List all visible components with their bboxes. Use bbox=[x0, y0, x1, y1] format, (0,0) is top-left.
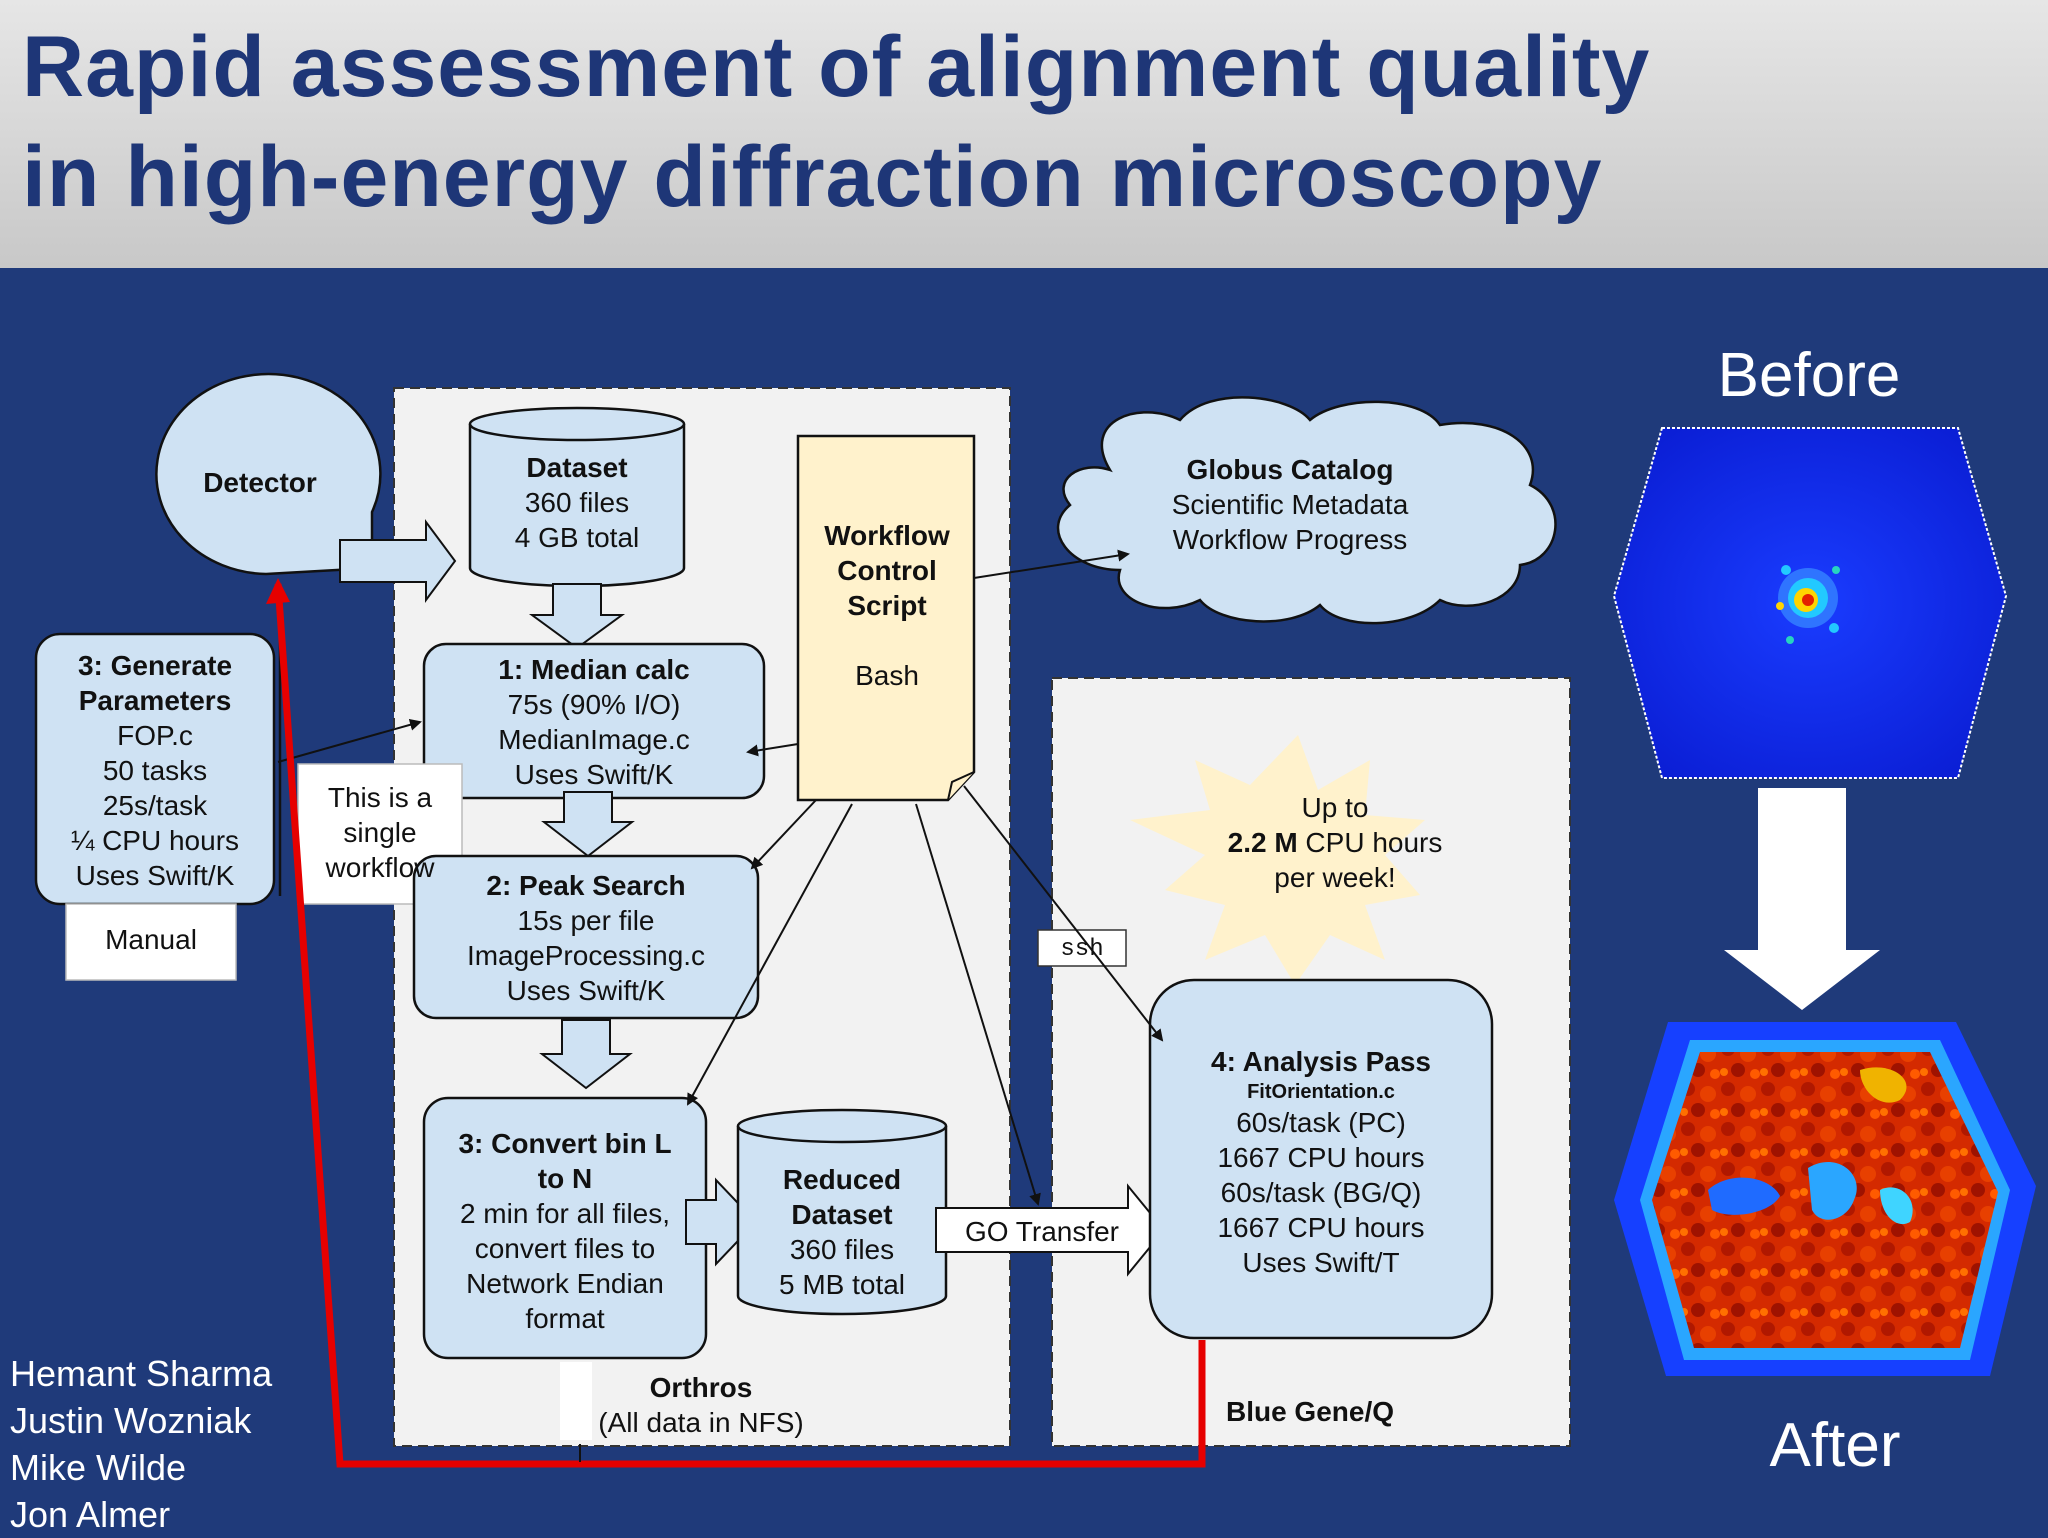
before-hotspot bbox=[1776, 565, 1840, 644]
globus-cloud bbox=[1056, 396, 1557, 625]
burst-label: Up to 2.2 M CPU hours per week! bbox=[1180, 790, 1490, 895]
burst-line-2-rest: CPU hours bbox=[1297, 827, 1443, 858]
peak-to-convert-arrow bbox=[539, 1019, 633, 1090]
manual-box bbox=[65, 903, 237, 981]
median-line-2: MedianImage.c bbox=[498, 724, 690, 755]
convert-title-2: to N bbox=[537, 1163, 593, 1194]
cpu-hours-burst bbox=[1130, 735, 1425, 985]
dataset-line-2: 4 GB total bbox=[514, 522, 640, 553]
analysis-line-2: 1667 CPU hours bbox=[1217, 1142, 1425, 1173]
orthros-subtitle: (All data in NFS) bbox=[598, 1407, 804, 1438]
detector-bubble bbox=[155, 372, 382, 576]
workflow-script-label: Workflow Control Script Bash bbox=[800, 518, 974, 693]
peak-line-1: 15s per file bbox=[517, 905, 655, 936]
median-line-1: 75s (90% I/O) bbox=[507, 689, 681, 720]
detector-to-dataset-arrow bbox=[339, 518, 457, 604]
globus-title: Globus Catalog bbox=[1186, 454, 1394, 485]
detector-label: Detector bbox=[203, 467, 317, 498]
burst-line-1: Up to bbox=[1301, 792, 1369, 823]
feedback-red-line bbox=[274, 583, 1206, 1468]
globus-line-2: Workflow Progress bbox=[1172, 524, 1408, 555]
author-2: Justin Wozniak bbox=[10, 1400, 252, 1441]
peak-line-2: ImageProcessing.c bbox=[466, 940, 706, 971]
slide-title-line-1: Rapid assessment of alignment quality bbox=[22, 19, 1651, 115]
globus-label: Globus Catalog Scientific Metadata Workf… bbox=[1130, 452, 1450, 557]
params-line-1: FOP.c bbox=[117, 720, 193, 751]
globus-line-1: Scientific Metadata bbox=[1171, 489, 1409, 520]
dataset-line-1: 360 files bbox=[524, 487, 630, 518]
convert-label: 3: Convert bin L to N 2 min for all file… bbox=[424, 1126, 706, 1336]
ssh-label: ssh bbox=[1060, 936, 1104, 963]
median-to-peak-arrow bbox=[541, 791, 635, 858]
dataset-label: Dataset 360 files 4 GB total bbox=[477, 450, 677, 555]
peak-search-label: 2: Peak Search 15s per file ImageProcess… bbox=[414, 868, 758, 1008]
params-title-2: Parameters bbox=[78, 685, 232, 716]
convert-line-1: 2 min for all files, bbox=[459, 1198, 671, 1229]
reduced-dataset-cylinder bbox=[736, 1126, 948, 1316]
author-3: Mike Wilde bbox=[10, 1447, 187, 1488]
convert-line-2: convert files to bbox=[474, 1233, 656, 1264]
params-line-4: ¼ CPU hours bbox=[70, 825, 240, 856]
burst-bold-value: 2.2 M bbox=[1227, 827, 1298, 858]
reduced-dataset-label: Reduced Dataset 360 files 5 MB total bbox=[738, 1162, 946, 1302]
analysis-line-5: Uses Swift/T bbox=[1242, 1247, 1400, 1278]
params-line-2: 50 tasks bbox=[102, 755, 208, 786]
params-title-1: 3: Generate bbox=[77, 650, 233, 681]
before-to-after-arrow bbox=[1724, 788, 1880, 1010]
dataset-to-median-arrow bbox=[528, 583, 626, 650]
median-line-3: Uses Swift/K bbox=[514, 759, 674, 790]
analysis-line-1: 60s/task (PC) bbox=[1236, 1107, 1406, 1138]
orthros-title: Orthros bbox=[649, 1372, 753, 1403]
burst-line-3: per week! bbox=[1274, 862, 1396, 893]
orthros-label: Orthros (All data in NFS) bbox=[596, 1370, 806, 1440]
generate-params-label: 3: Generate Parameters FOP.c 50 tasks 25… bbox=[36, 648, 274, 893]
params-line-3: 25s/task bbox=[102, 790, 208, 821]
peak-line-3: Uses Swift/K bbox=[506, 975, 666, 1006]
convert-line-3: Network Endian bbox=[466, 1268, 664, 1299]
go-transfer-arrow bbox=[935, 1183, 1166, 1277]
peak-search-box bbox=[412, 854, 760, 1020]
author-list: Hemant Sharma Justin Wozniak Mike Wilde … bbox=[10, 1350, 272, 1538]
workflow-line-2: Control bbox=[837, 555, 937, 586]
workflow-line-3: Script bbox=[847, 590, 927, 621]
reduced-title-2: Dataset bbox=[791, 1199, 893, 1230]
median-title: 1: Median calc bbox=[498, 654, 690, 685]
burst-line-2: 2.2 M CPU hours bbox=[1180, 825, 1490, 860]
single-line-3: workflow bbox=[325, 852, 435, 883]
author-4: Jon Almer bbox=[10, 1494, 171, 1535]
before-caption: Before bbox=[1717, 341, 1901, 410]
dataset-title: Dataset bbox=[526, 452, 628, 483]
analysis-line-3: 60s/task (BG/Q) bbox=[1220, 1177, 1422, 1208]
after-caption: After bbox=[1769, 1411, 1901, 1480]
median-label: 1: Median calc 75s (90% I/O) MedianImage… bbox=[424, 652, 764, 792]
reduced-line-1: 360 files bbox=[789, 1234, 895, 1265]
convert-line-4: format bbox=[525, 1303, 605, 1334]
single-workflow-label: This is a single workflow bbox=[298, 780, 462, 885]
analysis-pass-box bbox=[1148, 978, 1494, 1340]
convert-to-reduced-arrow bbox=[685, 1177, 758, 1267]
params-line-5: Uses Swift/K bbox=[75, 860, 235, 891]
peak-title: 2: Peak Search bbox=[486, 870, 686, 901]
analysis-subtitle: FitOrientation.c bbox=[1247, 1081, 1395, 1103]
manual-label: Manual bbox=[105, 924, 197, 955]
bluegene-label: Blue Gene/Q bbox=[1225, 1396, 1395, 1427]
workflow-line-4: Bash bbox=[855, 660, 919, 691]
analysis-pass-label: 4: Analysis Pass FitOrientation.c 60s/ta… bbox=[1150, 1044, 1492, 1280]
workflow-line-1: Workflow bbox=[824, 520, 950, 551]
author-1: Hemant Sharma bbox=[10, 1353, 273, 1394]
go-transfer-label: GO Transfer bbox=[964, 1216, 1120, 1247]
analysis-line-4: 1667 CPU hours bbox=[1217, 1212, 1425, 1243]
reduced-line-2: 5 MB total bbox=[778, 1269, 906, 1300]
single-line-2: single bbox=[343, 817, 417, 848]
title-banner: Rapid assessment of alignment quality in… bbox=[0, 0, 2048, 268]
analysis-title: 4: Analysis Pass bbox=[1211, 1046, 1431, 1077]
reduced-title-1: Reduced bbox=[782, 1164, 902, 1195]
slide-title-line-2: in high-energy diffraction microscopy bbox=[22, 129, 1603, 225]
single-line-1: This is a bbox=[327, 782, 433, 813]
convert-title-1: 3: Convert bin L bbox=[458, 1128, 672, 1159]
